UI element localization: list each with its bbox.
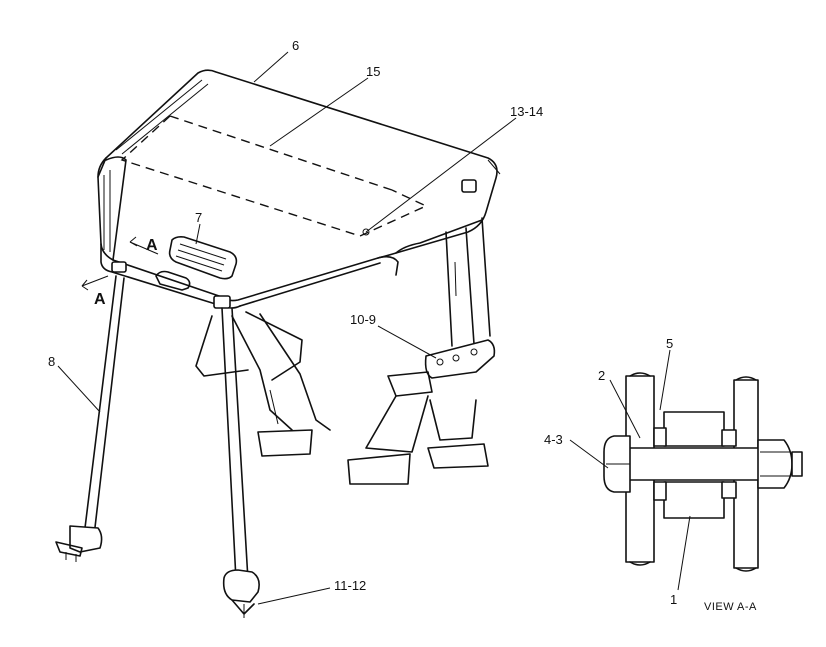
section-label-a-upper: A bbox=[146, 237, 158, 254]
rear-leg-frame bbox=[347, 217, 496, 485]
left-support-rod bbox=[55, 275, 125, 562]
callout-15: 15 bbox=[366, 64, 380, 79]
callout-8: 8 bbox=[48, 354, 55, 369]
callout-4-3: 4-3 bbox=[544, 432, 563, 447]
right-support-rod bbox=[221, 307, 260, 618]
handle bbox=[168, 236, 238, 280]
callout-13-14: 13-14 bbox=[510, 104, 543, 119]
section-label-a-lower: A bbox=[94, 291, 106, 308]
callout-6: 6 bbox=[292, 38, 299, 53]
view-label: VIEW A-A bbox=[704, 601, 757, 613]
leader-lines bbox=[57, 51, 691, 605]
callout-10-9: 10-9 bbox=[350, 312, 376, 327]
callout-11-12: 11-12 bbox=[334, 578, 366, 593]
callout-2: 2 bbox=[598, 368, 605, 383]
seat-cover bbox=[97, 69, 501, 309]
callout-5: 5 bbox=[666, 336, 673, 351]
front-leg-frame bbox=[195, 311, 331, 457]
callout-1: 1 bbox=[670, 592, 677, 607]
callout-7: 7 bbox=[195, 210, 202, 225]
section-view-a-a bbox=[603, 372, 803, 572]
